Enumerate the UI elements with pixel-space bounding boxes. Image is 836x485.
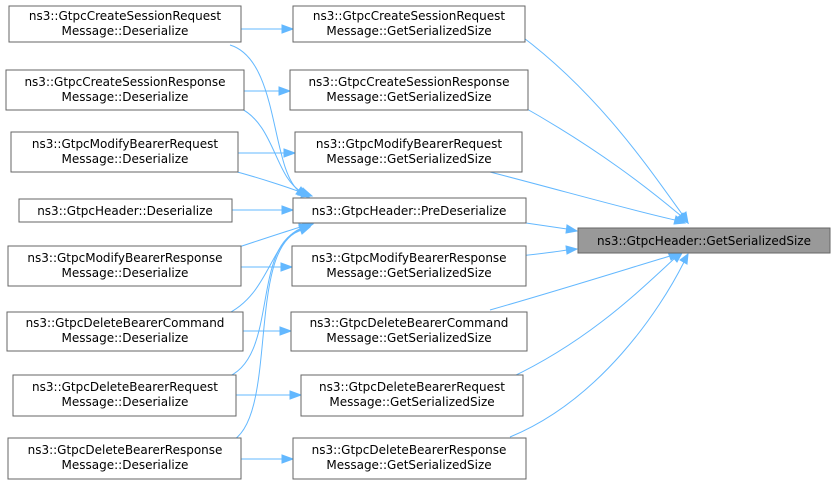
node-label-line1: ns3::GtpcDeleteBearerResponse xyxy=(312,443,507,457)
edge-dbres-gss-to-target xyxy=(509,252,689,438)
node-label-line1: ns3::GtpcModifyBearerRequest xyxy=(316,137,503,151)
node-label-line1: ns3::GtpcDeleteBearerCommand xyxy=(26,316,225,330)
node-dbres-deserialize[interactable]: ns3::GtpcDeleteBearerResponse Message::D… xyxy=(7,437,242,480)
edge-csres-des-to-csres-gss xyxy=(244,86,292,96)
node-label-line2: Message::Deserialize xyxy=(62,24,189,38)
node-label-line2: Message::GetSerializedSize xyxy=(326,24,491,38)
node-label-line2: Message::Deserialize xyxy=(62,331,189,345)
node-label-line1: ns3::GtpcDeleteBearerRequest xyxy=(32,380,218,394)
node-csres-getserializedsize[interactable]: ns3::GtpcCreateSessionResponse Message::… xyxy=(289,69,529,111)
node-label-line1: ns3::GtpcCreateSessionRequest xyxy=(29,9,221,23)
edge-mbreq-gss-to-target xyxy=(489,171,687,225)
call-nodes: ns3::GtpcCreateSessionRequest Message::D… xyxy=(5,5,831,480)
node-label-line1: ns3::GtpcDeleteBearerRequest xyxy=(319,380,505,394)
edge-dbreq-des-to-dbreq-gss xyxy=(236,390,303,400)
node-label: ns3::GtpcHeader::GetSerializedSize xyxy=(597,234,811,248)
edge-pre-to-target xyxy=(525,222,579,234)
node-mbres-deserialize[interactable]: ns3::GtpcModifyBearerResponse Message::D… xyxy=(7,245,242,287)
node-dbc-getserializedsize[interactable]: ns3::GtpcDeleteBearerCommand Message::Ge… xyxy=(290,311,528,352)
node-gtpcheader-getserializedsize[interactable]: ns3::GtpcHeader::GetSerializedSize xyxy=(577,227,831,254)
node-csreq-deserialize[interactable]: ns3::GtpcCreateSessionRequest Message::D… xyxy=(8,5,242,43)
node-label: ns3::GtpcHeader::PreDeserialize xyxy=(312,204,507,218)
node-label-line2: Message::GetSerializedSize xyxy=(326,458,491,472)
edge-dbc-des-to-dbc-gss xyxy=(243,326,293,336)
edge-csreq-des-to-csreq-gss xyxy=(241,24,295,34)
edge-csres-gss-to-target xyxy=(519,104,690,225)
node-dbreq-deserialize[interactable]: ns3::GtpcDeleteBearerRequest Message::De… xyxy=(12,374,237,417)
edge-dbres-des-to-dbres-gss xyxy=(241,454,295,464)
edge-dbreq-gss-to-target xyxy=(509,252,683,379)
node-dbreq-getserializedsize[interactable]: ns3::GtpcDeleteBearerRequest Message::Ge… xyxy=(300,374,524,417)
node-label-line1: ns3::GtpcDeleteBearerCommand xyxy=(310,316,509,330)
node-dbc-deserialize[interactable]: ns3::GtpcDeleteBearerCommand Message::De… xyxy=(6,311,244,352)
edge-csreq-des-to-pre xyxy=(229,44,309,198)
node-label-line2: Message::Deserialize xyxy=(62,90,189,104)
node-label: ns3::GtpcHeader::Deserialize xyxy=(37,204,213,218)
node-label-line2: Message::GetSerializedSize xyxy=(326,152,491,166)
node-label-line2: Message::Deserialize xyxy=(62,395,189,409)
node-label-line1: ns3::GtpcCreateSessionRequest xyxy=(313,9,505,23)
node-label-line1: ns3::GtpcModifyBearerRequest xyxy=(32,137,219,151)
node-label-line1: ns3::GtpcModifyBearerResponse xyxy=(311,251,506,265)
edge-mbreq-des-to-mbreq-gss xyxy=(238,148,297,158)
node-dbres-getserializedsize[interactable]: ns3::GtpcDeleteBearerResponse Message::G… xyxy=(292,437,527,480)
edge-csreq-gss-to-target xyxy=(519,34,689,225)
node-csreq-getserializedsize[interactable]: ns3::GtpcCreateSessionRequest Message::G… xyxy=(292,5,526,43)
node-mbreq-getserializedsize[interactable]: ns3::GtpcModifyBearerRequest Message::Ge… xyxy=(294,131,523,173)
node-label-line2: Message::GetSerializedSize xyxy=(326,331,491,345)
node-label-line1: ns3::GtpcDeleteBearerResponse xyxy=(28,443,223,457)
node-label-line2: Message::GetSerializedSize xyxy=(326,90,491,104)
node-gtpcheader-prederserialize[interactable]: ns3::GtpcHeader::PreDeserialize xyxy=(292,197,527,224)
node-mbreq-deserialize[interactable]: ns3::GtpcModifyBearerRequest Message::De… xyxy=(10,131,239,173)
node-label-line2: Message::GetSerializedSize xyxy=(329,395,494,409)
call-edges xyxy=(224,24,690,464)
node-label-line2: Message::Deserialize xyxy=(62,266,189,280)
node-label-line1: ns3::GtpcModifyBearerResponse xyxy=(27,251,222,265)
edge-mbres-des-to-mbres-gss xyxy=(241,262,294,272)
node-gtpcheader-deserialize[interactable]: ns3::GtpcHeader::Deserialize xyxy=(18,198,233,223)
node-label-line1: ns3::GtpcCreateSessionResponse xyxy=(24,75,225,89)
node-csres-deserialize[interactable]: ns3::GtpcCreateSessionResponse Message::… xyxy=(5,69,245,111)
node-label-line1: ns3::GtpcCreateSessionResponse xyxy=(308,75,509,89)
node-mbres-getserializedsize[interactable]: ns3::GtpcModifyBearerResponse Message::G… xyxy=(291,245,527,287)
node-label-line2: Message::Deserialize xyxy=(62,152,189,166)
node-label-line2: Message::Deserialize xyxy=(62,458,189,472)
edge-hdr-des-to-pre xyxy=(232,205,295,215)
edge-dbres-des-to-pre xyxy=(229,225,312,443)
node-label-line2: Message::GetSerializedSize xyxy=(326,266,491,280)
